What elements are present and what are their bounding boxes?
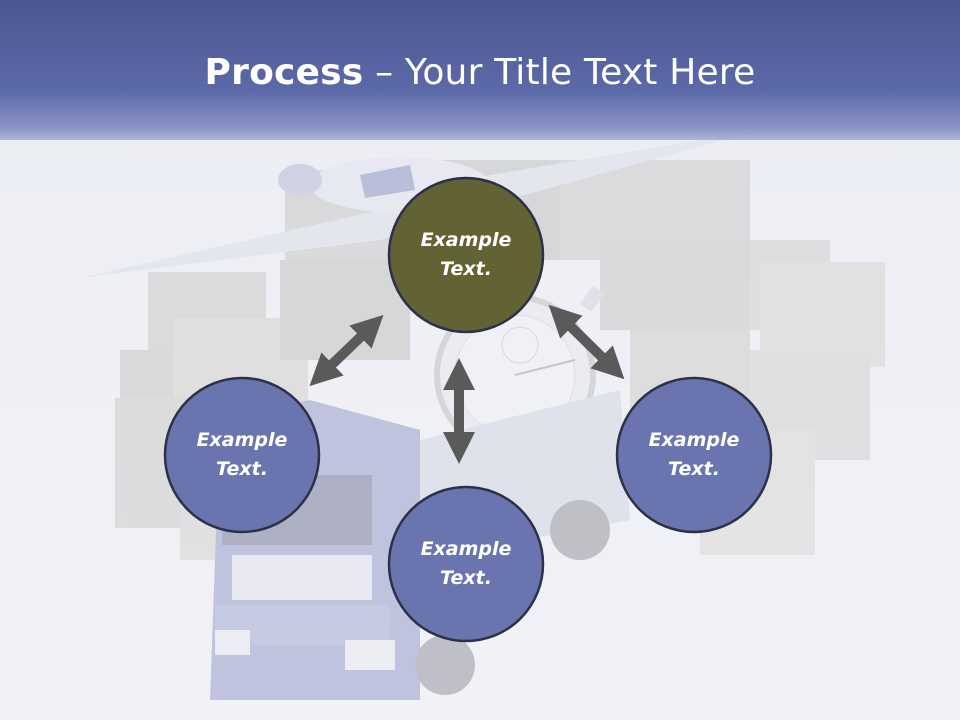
node-left-line2: Text.: [216, 458, 268, 480]
node-bottom-line2: Text.: [440, 567, 492, 589]
title-bold: Process: [204, 52, 364, 93]
node-right-line1: Example: [648, 429, 740, 451]
node-right-label: Example Text.: [614, 426, 774, 484]
title-bar: [0, 0, 960, 140]
slide-title[interactable]: Process – Your Title Text Here: [0, 52, 960, 93]
node-left-line1: Example: [196, 429, 288, 451]
node-top-line2: Text.: [440, 258, 492, 280]
node-bottom[interactable]: [387, 485, 545, 643]
node-left-label: Example Text.: [162, 426, 322, 484]
node-right-line2: Text.: [668, 458, 720, 480]
node-bottom-line1: Example: [420, 538, 512, 560]
node-bottom-label: Example Text.: [386, 535, 546, 593]
arrow-top-left: [309, 314, 384, 387]
node-top-line1: Example: [420, 229, 512, 251]
node-left[interactable]: [163, 376, 321, 534]
title-rest: – Your Title Text Here: [363, 52, 756, 93]
node-top[interactable]: [387, 176, 545, 334]
node-top-label: Example Text.: [386, 226, 546, 284]
node-right[interactable]: [615, 376, 773, 534]
arrow-top-right: [548, 304, 625, 380]
